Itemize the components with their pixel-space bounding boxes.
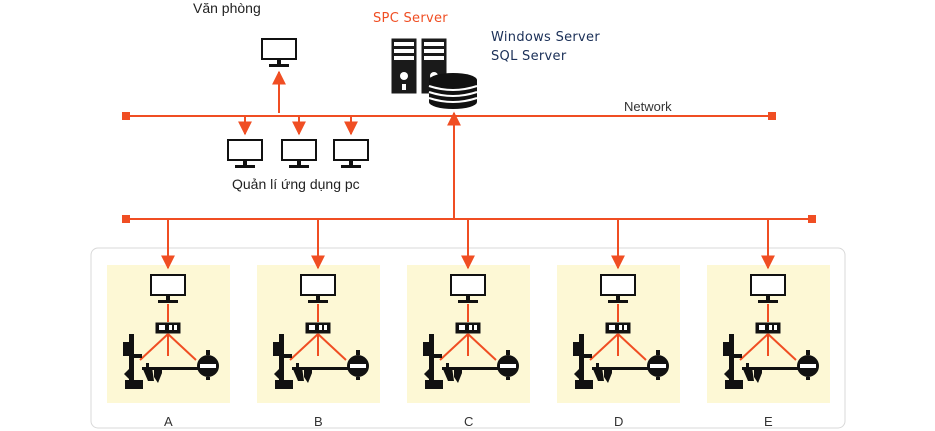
- data-hub-icon: [755, 322, 781, 334]
- station-a: A: [107, 220, 230, 429]
- instrument-link: [317, 333, 347, 361]
- server-tower-icon: [391, 38, 417, 94]
- instrument-link: [439, 333, 469, 361]
- pc-monitor-icon: [281, 139, 317, 169]
- instrument-link: [289, 333, 319, 361]
- station-b: B: [257, 220, 380, 429]
- spc-server-label: SPC Server: [373, 11, 448, 26]
- pc-monitor-icon: [333, 139, 369, 169]
- stations-layer: A B C D E: [107, 220, 830, 429]
- bus-end-node: [768, 112, 776, 120]
- station-d: D: [557, 220, 680, 429]
- data-hub-icon: [605, 322, 631, 334]
- bus-end-node: [122, 112, 130, 120]
- network-label: Network: [624, 99, 672, 114]
- server-os-label: Windows Server: [491, 30, 600, 45]
- database-icon: [428, 72, 478, 110]
- pc-management-label: Quản lí ứng dụng pc: [232, 176, 360, 192]
- station-label: A: [164, 414, 173, 429]
- bus-end-node: [122, 215, 130, 223]
- instrument-link: [139, 333, 169, 361]
- pc-monitor-icon: [227, 139, 263, 169]
- server-db-label: SQL Server: [491, 49, 567, 64]
- station-c: C: [407, 220, 530, 429]
- station-label: B: [314, 414, 323, 429]
- office-monitor-icon: [261, 38, 297, 68]
- station-e: E: [707, 220, 830, 429]
- data-hub-icon: [155, 322, 181, 334]
- data-hub-icon: [305, 322, 331, 334]
- station-label: D: [614, 414, 623, 429]
- pc-management-group: [227, 116, 369, 169]
- data-hub-icon: [455, 322, 481, 334]
- instrument-link: [589, 333, 619, 361]
- instrument-link: [467, 333, 497, 361]
- station-label: C: [464, 414, 473, 429]
- instrument-link: [739, 333, 769, 361]
- office-label: Văn phòng: [193, 0, 261, 16]
- bus-end-node: [808, 215, 816, 223]
- instrument-link: [167, 333, 197, 361]
- instrument-link: [767, 333, 797, 361]
- station-label: E: [764, 414, 773, 429]
- instrument-link: [617, 333, 647, 361]
